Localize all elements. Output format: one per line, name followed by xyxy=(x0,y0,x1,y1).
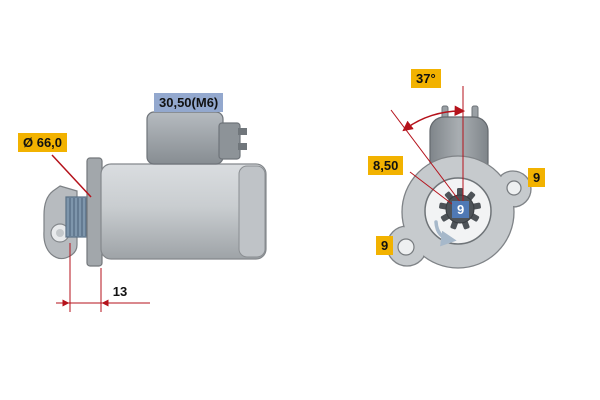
front-view-annotations xyxy=(390,86,466,205)
front-view-drawing xyxy=(386,105,532,269)
rotation-arrow-icon xyxy=(434,220,457,247)
diameter-leader-line xyxy=(51,154,92,198)
side-view-annotations xyxy=(51,154,150,312)
side-view-drawing xyxy=(43,111,267,267)
solenoid-terminal-block xyxy=(218,122,241,160)
depth-label: 8,50 xyxy=(368,156,404,175)
bolt-hole-bottom-left xyxy=(397,238,415,256)
diameter-label: Ø 66,0 xyxy=(18,133,68,152)
motor-end-cap xyxy=(238,165,266,258)
mounting-flange-edge xyxy=(86,157,103,267)
length-dimension-label: 13 xyxy=(112,284,128,299)
flange-bottom-label: 9 xyxy=(376,236,394,255)
bolt-hole-right xyxy=(506,180,522,196)
thread-size-label: 30,50(M6) xyxy=(154,93,224,112)
angle-label: 37° xyxy=(411,69,441,88)
terminal-stud-bottom xyxy=(238,143,247,150)
bracket-hole-center xyxy=(56,229,64,237)
flange-right-label: 9 xyxy=(528,168,546,187)
pinion-shaft xyxy=(65,196,91,238)
solenoid xyxy=(146,111,224,165)
depth-leader-line xyxy=(409,171,453,205)
terminal-stud-top xyxy=(238,128,247,135)
pinion-tooth-count-badge: 9 xyxy=(452,201,470,218)
angle-arc xyxy=(402,105,466,132)
